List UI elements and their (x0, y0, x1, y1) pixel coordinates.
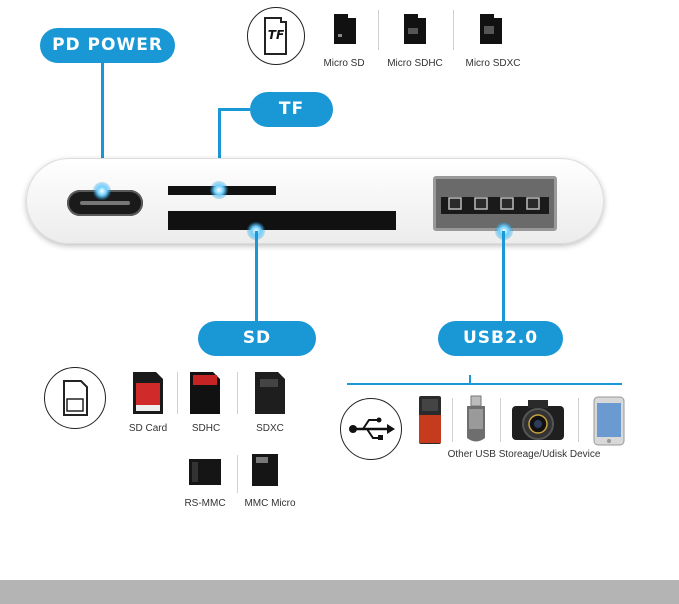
tf-leader-line-h (218, 108, 250, 111)
divider (237, 372, 238, 414)
micro-sdhc-label: Micro SDHC (387, 58, 443, 69)
pd-power-highlight (93, 182, 111, 200)
usb-symbol-icon (349, 417, 395, 440)
sdhc-label: SDHC (191, 423, 221, 434)
tf-highlight (210, 181, 228, 199)
mmc-micro-label: MMC Micro (244, 498, 296, 509)
mmc-micro-card-icon (252, 454, 278, 486)
smartphone-icon (593, 396, 625, 446)
sd-card-slot (168, 211, 396, 230)
usb-c-port-tongue (80, 201, 130, 205)
sd-card-label: SD Card (128, 423, 168, 434)
divider (378, 10, 379, 50)
tf-leader-line-v (218, 108, 221, 190)
rs-mmc-label: RS-MMC (184, 498, 226, 509)
tf-card-icon-circle: TF (247, 7, 305, 65)
usb-flash-drive-icon (467, 395, 485, 442)
tf-card-icon (264, 17, 287, 55)
micro-sdxc-label: Micro SDXC (465, 58, 521, 69)
usb-leader-line (502, 231, 505, 321)
tf-badge-label: TF (267, 28, 285, 42)
divider (177, 372, 178, 414)
sd-card-outline-icon (63, 380, 88, 416)
sdxc-card-icon (255, 372, 285, 414)
sd-card-icon-circle (44, 367, 106, 429)
tf-callout: TF (250, 92, 333, 127)
divider (237, 455, 238, 493)
dslr-camera-icon (512, 400, 564, 440)
hard-drive-icon (419, 396, 441, 444)
sd-callout: SD (198, 321, 316, 356)
sdxc-label: SDXC (256, 423, 284, 434)
bottom-bar (0, 580, 679, 604)
sd-leader-line (255, 231, 258, 321)
sdhc-card-icon (190, 372, 220, 414)
pd-power-callout: PD POWER (40, 28, 175, 63)
usb2-callout: USB2.0 (438, 321, 563, 356)
divider (578, 398, 579, 442)
rs-mmc-card-icon (189, 459, 221, 485)
divider (500, 398, 501, 442)
usb-bracket-stem (469, 375, 471, 385)
usb-a-tongue (441, 197, 549, 214)
micro-sdxc-card-icon (480, 14, 502, 44)
usb-storage-caption: Other USB Storeage/Udisk Device (447, 449, 601, 460)
divider (452, 398, 453, 442)
usb-symbol-circle (340, 398, 402, 460)
micro-sdhc-card-icon (404, 14, 426, 44)
micro-sd-card-icon (334, 14, 356, 44)
usb-bracket-line (347, 383, 622, 385)
pd-power-leader-line (101, 63, 104, 188)
usb-a-contacts (448, 197, 540, 210)
micro-sd-label: Micro SD (323, 58, 365, 69)
sd-card-icon (133, 372, 163, 414)
divider (453, 10, 454, 50)
